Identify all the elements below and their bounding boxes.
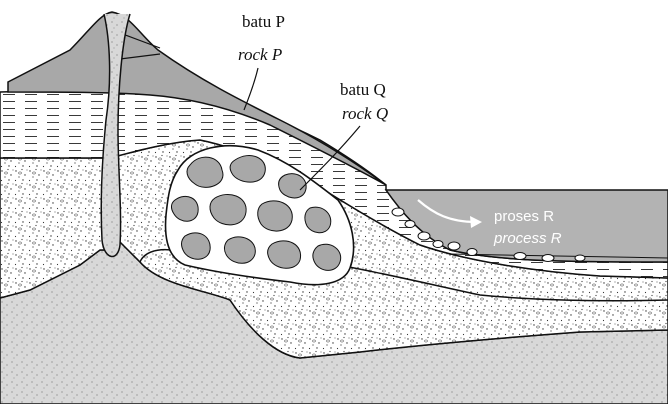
leader-line-rock-p bbox=[244, 68, 258, 110]
process-r-label: proses R bbox=[494, 208, 554, 225]
rock-p-label: batu P bbox=[242, 12, 285, 31]
process-r-label-english: process R bbox=[493, 230, 562, 247]
rock-q-label: batu Q bbox=[340, 80, 386, 99]
rock-q-label-english: rock Q bbox=[342, 104, 388, 123]
rock-p-label-english: rock P bbox=[238, 45, 282, 64]
